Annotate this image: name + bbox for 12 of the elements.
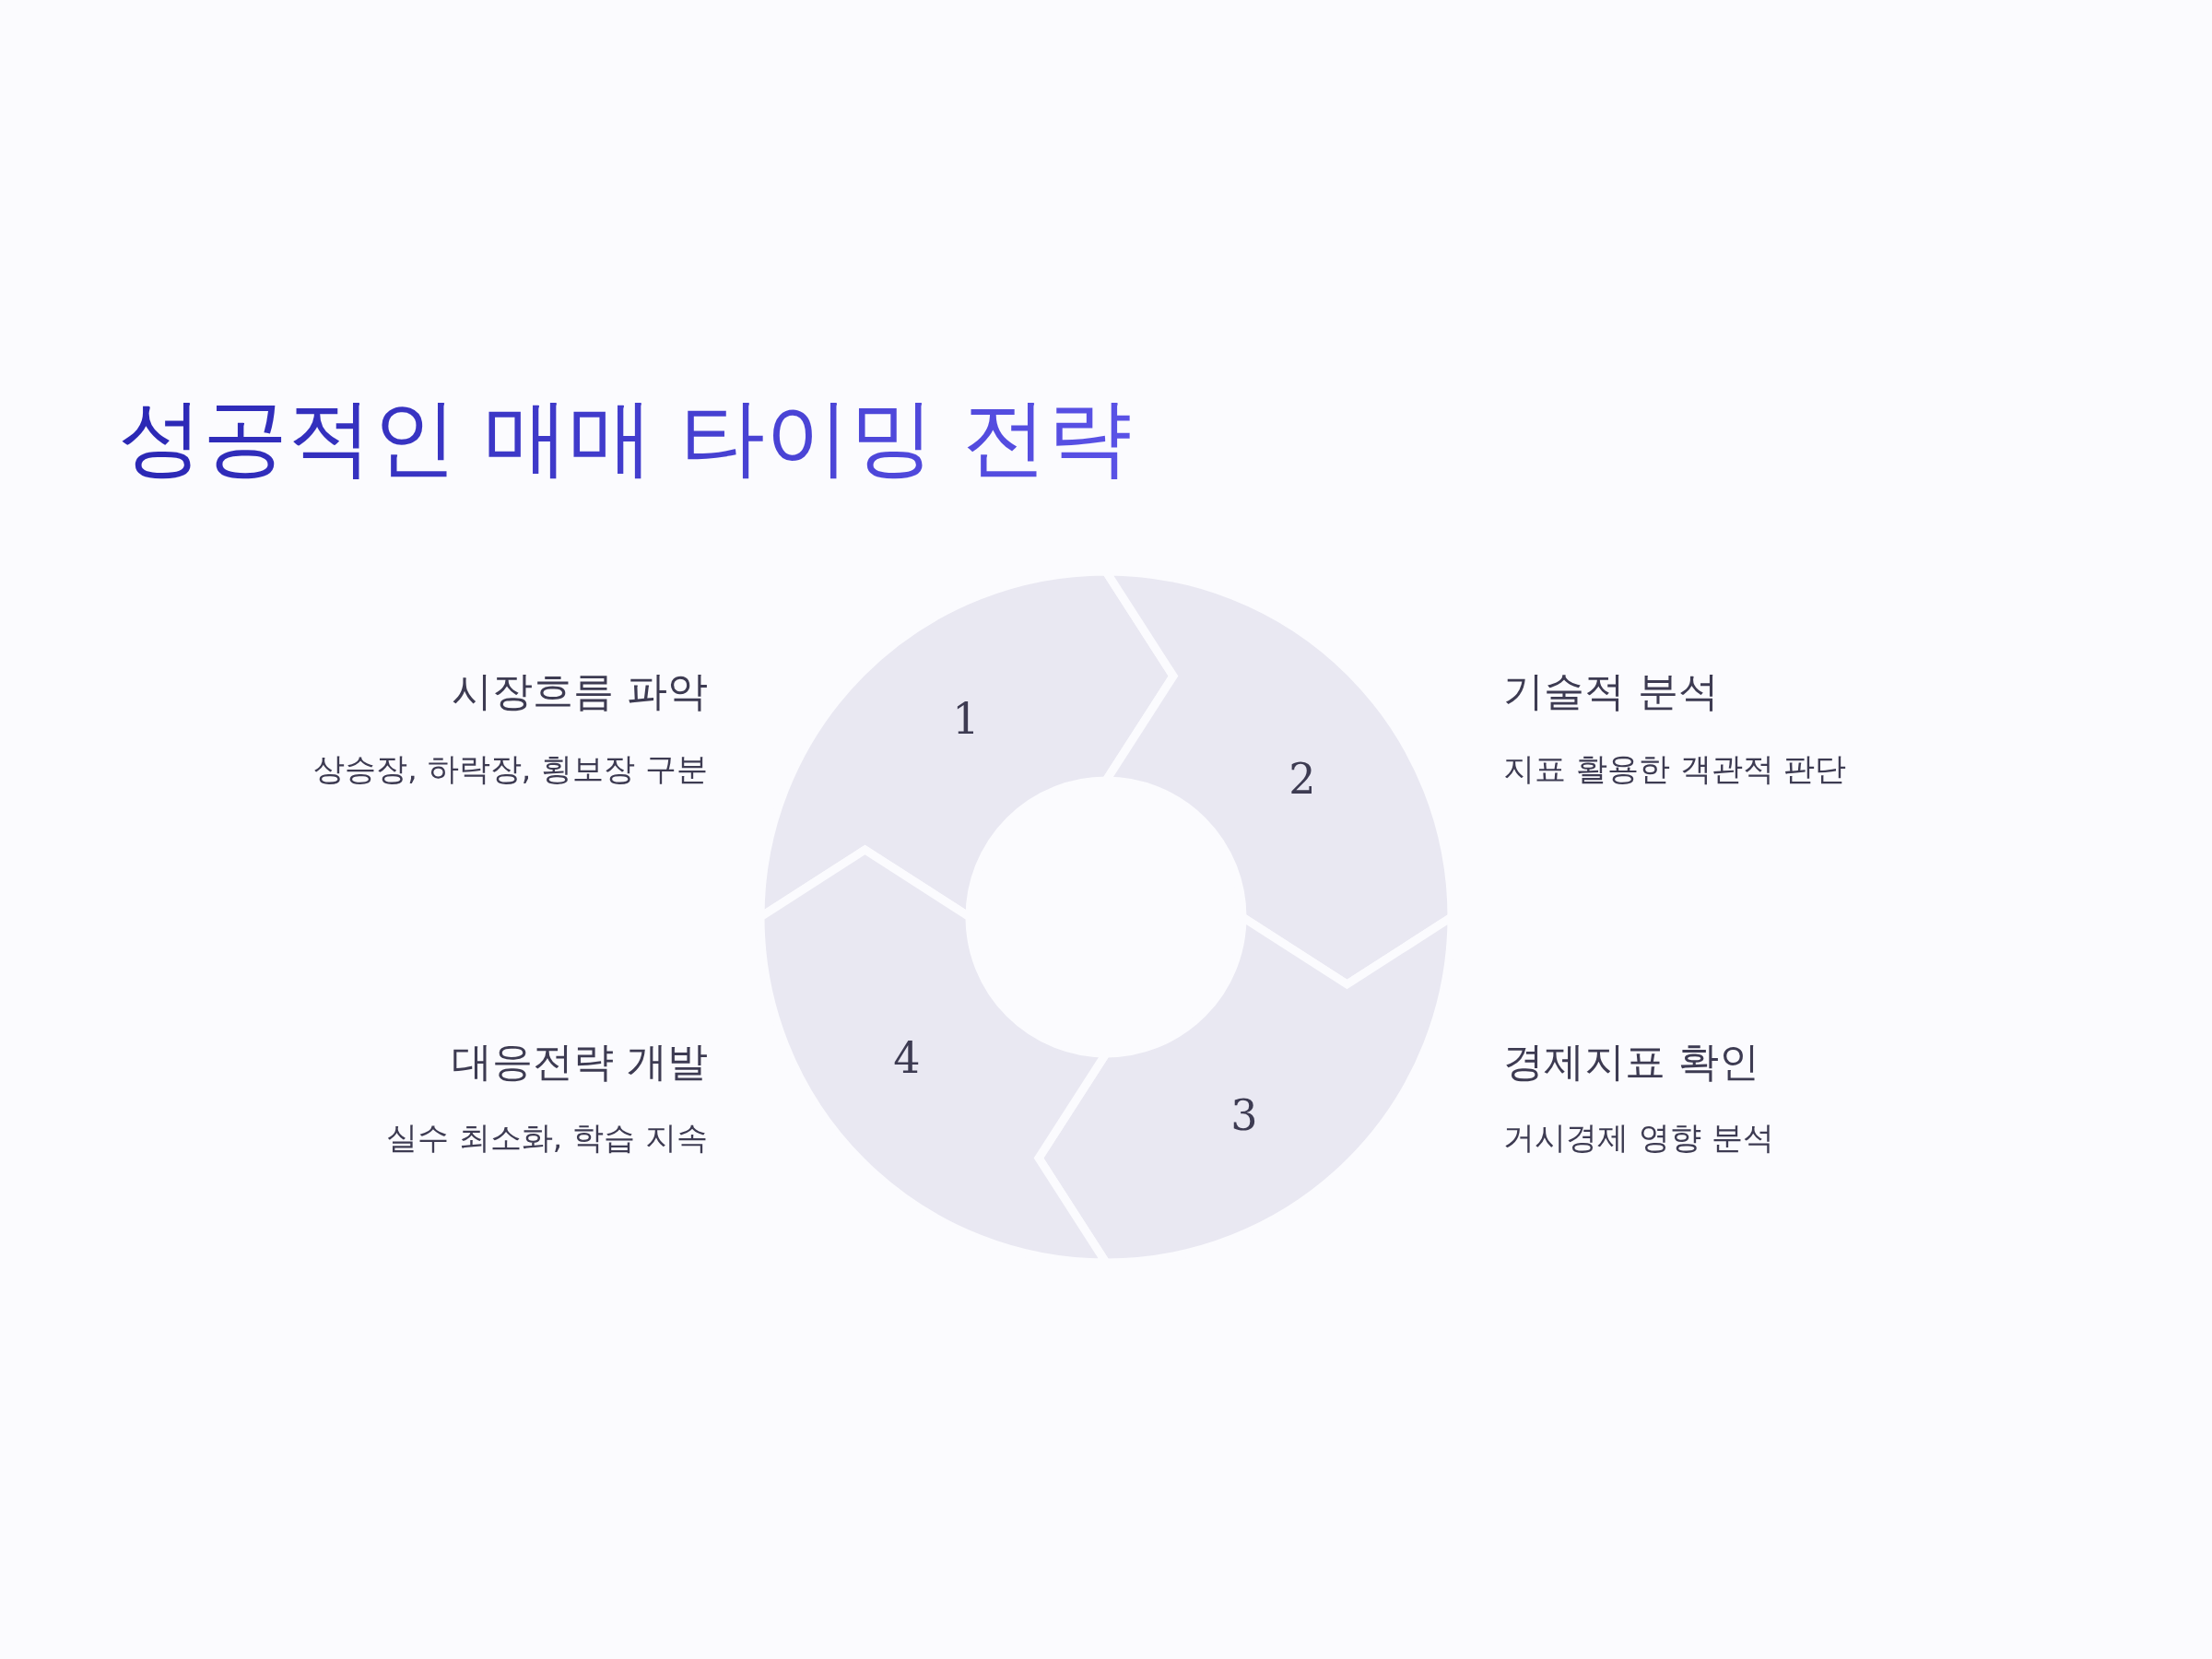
step-heading: 경제지표 확인 [1503, 1037, 1759, 1087]
step-description: 실수 최소화, 학습 지속 [385, 1118, 708, 1157]
step-description: 거시경제 영향 분석 [1503, 1118, 1774, 1157]
step-number: 3 [1230, 1094, 1258, 1136]
step-heading: 기술적 분석 [1503, 666, 1719, 716]
step-number: 1 [952, 698, 980, 740]
step-description: 상승장, 하락장, 횡보장 구분 [312, 749, 708, 788]
step-number: 4 [893, 1037, 921, 1079]
step-heading: 대응전략 개발 [452, 1037, 708, 1087]
step-description: 지표 활용한 객관적 판단 [1503, 749, 1847, 788]
step-number: 2 [1288, 758, 1316, 800]
step-heading: 시장흐름 파악 [452, 666, 708, 716]
